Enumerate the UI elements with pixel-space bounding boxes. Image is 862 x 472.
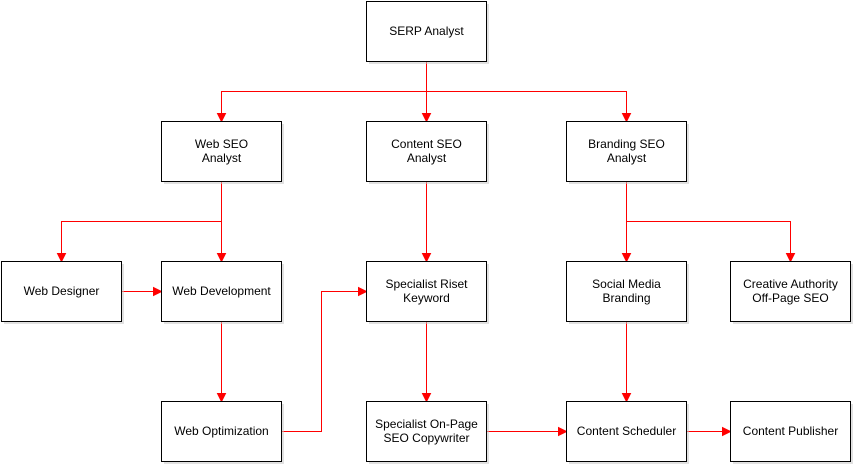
node-label: Content Scheduler xyxy=(577,424,676,438)
edge-content-scheduler-to-content-publisher xyxy=(686,426,732,437)
arrowhead-icon xyxy=(216,393,227,403)
edge-web-development-to-web-optimization xyxy=(216,321,227,403)
node-box xyxy=(566,261,687,322)
node-label: Web Designer xyxy=(24,284,100,298)
edge-line xyxy=(626,181,791,254)
node-web-development: Web Development xyxy=(161,261,284,324)
arrowhead-icon xyxy=(621,253,632,263)
arrowhead-icon xyxy=(358,286,368,297)
node-label: Branding SEO xyxy=(588,137,665,151)
arrowhead-icon xyxy=(785,253,796,263)
edges-layer xyxy=(56,61,796,437)
node-box xyxy=(1,261,122,322)
arrowhead-icon xyxy=(216,113,227,123)
node-serp: SERP Analyst xyxy=(366,1,489,64)
node-label: Social Media xyxy=(592,277,661,291)
edge-line xyxy=(61,181,222,254)
node-box xyxy=(366,1,487,62)
edge-serp-to-branding-seo xyxy=(426,61,632,123)
edge-branding-seo-to-creative-authority xyxy=(626,181,796,263)
node-box xyxy=(730,401,851,462)
edge-web-seo-to-web-development xyxy=(216,181,227,263)
node-label: Branding xyxy=(602,291,650,305)
node-content-publisher: Content Publisher xyxy=(730,401,853,464)
node-label: Content SEO xyxy=(391,137,462,151)
edge-web-seo-to-web-designer xyxy=(56,181,222,263)
edge-content-seo-to-specialist-riset xyxy=(421,181,432,263)
edge-social-media-to-content-scheduler xyxy=(621,321,632,403)
edge-line xyxy=(426,61,627,114)
arrowhead-icon xyxy=(421,253,432,263)
node-box xyxy=(366,261,487,322)
node-label: Analyst xyxy=(202,151,242,165)
arrowhead-icon xyxy=(558,426,568,437)
node-label: Content Publisher xyxy=(743,424,838,438)
edge-line xyxy=(221,61,427,114)
node-label: Analyst xyxy=(607,151,647,165)
node-box xyxy=(161,261,282,322)
node-label: Creative Authority xyxy=(743,277,838,291)
arrowhead-icon xyxy=(421,393,432,403)
arrowhead-icon xyxy=(421,113,432,123)
arrowhead-icon xyxy=(621,393,632,403)
edge-serp-to-web-seo xyxy=(216,61,427,123)
arrowhead-icon xyxy=(216,253,227,263)
arrowhead-icon xyxy=(56,253,67,263)
node-box xyxy=(161,401,282,462)
node-label: Web Development xyxy=(172,284,271,298)
node-box xyxy=(366,401,487,462)
edge-web-designer-to-web-development xyxy=(121,286,163,297)
node-box xyxy=(366,121,487,182)
arrowhead-icon xyxy=(153,286,163,297)
node-box xyxy=(566,401,687,462)
node-label: Web Optimization xyxy=(174,424,268,438)
node-label: Specialist On-Page xyxy=(375,417,478,431)
node-web-designer: Web Designer xyxy=(1,261,124,324)
edge-specialist-onpage-to-content-scheduler xyxy=(486,426,568,437)
node-box xyxy=(730,261,851,322)
edge-web-optimization-to-specialist-riset xyxy=(281,286,368,432)
arrowhead-icon xyxy=(621,113,632,123)
node-label: Keyword xyxy=(403,291,450,305)
node-box xyxy=(161,121,282,182)
node-web-optimization: Web Optimization xyxy=(161,401,284,464)
node-label: Analyst xyxy=(407,151,447,165)
node-label: SERP Analyst xyxy=(389,24,464,38)
edge-line xyxy=(281,291,359,432)
edge-specialist-riset-to-specialist-onpage xyxy=(421,321,432,403)
node-label: SEO Copywriter xyxy=(383,431,469,445)
node-content-scheduler: Content Scheduler xyxy=(566,401,689,464)
node-box xyxy=(566,121,687,182)
node-label: Off-Page SEO xyxy=(752,291,828,305)
node-label: Specialist Riset xyxy=(385,277,468,291)
arrowhead-icon xyxy=(722,426,732,437)
node-label: Web SEO xyxy=(195,137,248,151)
